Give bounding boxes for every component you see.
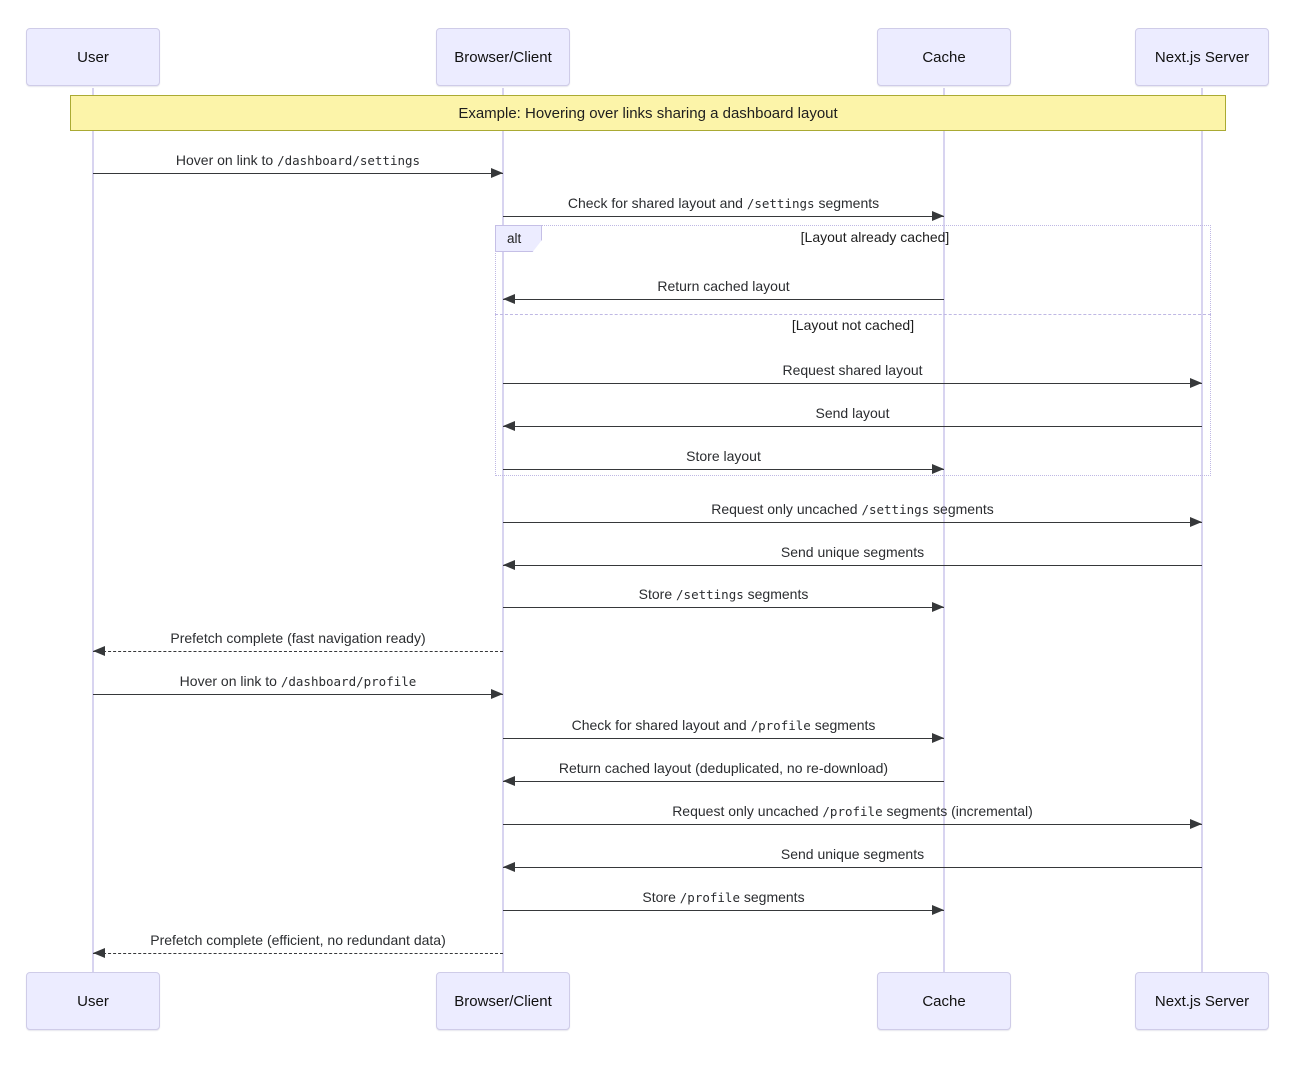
participant-label: Cache bbox=[922, 48, 966, 66]
alt-frame-label: alt bbox=[495, 225, 542, 252]
message-line bbox=[503, 299, 944, 300]
message: Store /profile segments bbox=[503, 889, 944, 915]
arrowhead bbox=[503, 862, 515, 872]
message-label: Store layout bbox=[686, 448, 761, 464]
arrowhead bbox=[1190, 517, 1202, 527]
participant-box-server-bottom: Next.js Server bbox=[1135, 972, 1269, 1030]
message: Check for shared layout and /settings se… bbox=[503, 195, 944, 221]
message-label: Return cached layout bbox=[657, 278, 790, 294]
message-line bbox=[503, 738, 944, 739]
arrowhead bbox=[932, 464, 944, 474]
arrowhead bbox=[503, 560, 515, 570]
message: Return cached layout (deduplicated, no r… bbox=[503, 760, 944, 786]
message-line bbox=[503, 910, 944, 911]
alt-condition-1: [Layout already cached] bbox=[800, 229, 950, 245]
message-label: Request only uncached /profile segments … bbox=[672, 803, 1033, 819]
participant-label: Browser/Client bbox=[454, 48, 552, 66]
message-label: Hover on link to /dashboard/profile bbox=[179, 673, 417, 689]
participant-box-browser-bottom: Browser/Client bbox=[436, 972, 570, 1030]
participant-box-user-bottom: User bbox=[26, 972, 160, 1030]
message-line bbox=[503, 607, 944, 608]
arrowhead bbox=[1190, 819, 1202, 829]
arrowhead bbox=[1190, 378, 1202, 388]
message-label: Prefetch complete (fast navigation ready… bbox=[170, 630, 426, 646]
message: Send unique segments bbox=[503, 846, 1202, 872]
participant-label: User bbox=[77, 992, 109, 1010]
participant-box-cache: Cache bbox=[877, 28, 1011, 86]
message: Request shared layout bbox=[503, 362, 1202, 388]
message-label: Hover on link to /dashboard/settings bbox=[175, 152, 421, 168]
arrowhead bbox=[491, 168, 503, 178]
message-line bbox=[503, 383, 1202, 384]
message: Store layout bbox=[503, 448, 944, 474]
arrowhead bbox=[503, 421, 515, 431]
lifeline-server bbox=[1201, 88, 1203, 972]
message-label: Check for shared layout and /profile seg… bbox=[571, 717, 876, 733]
arrowhead bbox=[93, 646, 105, 656]
message: Store /settings segments bbox=[503, 586, 944, 612]
message: Return cached layout bbox=[503, 278, 944, 304]
alt-condition-2: [Layout not cached] bbox=[791, 317, 915, 333]
message: Prefetch complete (efficient, no redunda… bbox=[93, 932, 503, 958]
arrowhead bbox=[932, 905, 944, 915]
message-label: Request only uncached /settings segments bbox=[711, 501, 994, 517]
arrowhead bbox=[491, 689, 503, 699]
message: Send unique segments bbox=[503, 544, 1202, 570]
message: Hover on link to /dashboard/profile bbox=[93, 673, 503, 699]
message-line bbox=[93, 953, 503, 954]
arrowhead bbox=[93, 948, 105, 958]
message-line bbox=[503, 565, 1202, 566]
lifeline-browser bbox=[502, 88, 504, 972]
message: Request only uncached /profile segments … bbox=[503, 803, 1202, 829]
arrowhead bbox=[932, 733, 944, 743]
message-line bbox=[503, 824, 1202, 825]
message-label: Request shared layout bbox=[782, 362, 923, 378]
title-note-text: Example: Hovering over links sharing a d… bbox=[458, 104, 838, 122]
message-line bbox=[503, 216, 944, 217]
message: Hover on link to /dashboard/settings bbox=[93, 152, 503, 178]
message-label: Send unique segments bbox=[780, 544, 925, 560]
arrowhead bbox=[932, 211, 944, 221]
lifeline-cache bbox=[943, 88, 945, 972]
message-line bbox=[503, 781, 944, 782]
message-line bbox=[93, 651, 503, 652]
participant-label: Next.js Server bbox=[1154, 992, 1250, 1010]
participant-label: User bbox=[77, 48, 109, 66]
alt-frame bbox=[495, 225, 1211, 476]
message-line bbox=[503, 522, 1202, 523]
message-label: Check for shared layout and /settings se… bbox=[567, 195, 880, 211]
message-line bbox=[503, 867, 1202, 868]
message-line bbox=[93, 694, 503, 695]
message-line bbox=[93, 173, 503, 174]
message-label: Store /settings segments bbox=[638, 586, 809, 602]
alt-frame-divider bbox=[495, 314, 1211, 315]
arrowhead bbox=[503, 776, 515, 786]
message-label: Store /profile segments bbox=[642, 889, 805, 905]
message-label: Return cached layout (deduplicated, no r… bbox=[558, 760, 889, 776]
message-label: Prefetch complete (efficient, no redunda… bbox=[150, 932, 446, 948]
message: Check for shared layout and /profile seg… bbox=[503, 717, 944, 743]
title-note: Example: Hovering over links sharing a d… bbox=[70, 95, 1226, 131]
message-label: Send layout bbox=[815, 405, 890, 421]
participant-label: Cache bbox=[922, 992, 966, 1010]
lifeline-user bbox=[92, 88, 94, 972]
arrowhead bbox=[503, 294, 515, 304]
message: Send layout bbox=[503, 405, 1202, 431]
participant-box-cache-bottom: Cache bbox=[877, 972, 1011, 1030]
participant-label: Next.js Server bbox=[1154, 48, 1250, 66]
message-line bbox=[503, 426, 1202, 427]
message-label: Send unique segments bbox=[780, 846, 925, 862]
participant-box-browser: Browser/Client bbox=[436, 28, 570, 86]
participant-box-server: Next.js Server bbox=[1135, 28, 1269, 86]
message: Request only uncached /settings segments bbox=[503, 501, 1202, 527]
participant-box-user: User bbox=[26, 28, 160, 86]
message-line bbox=[503, 469, 944, 470]
arrowhead bbox=[932, 602, 944, 612]
message: Prefetch complete (fast navigation ready… bbox=[93, 630, 503, 656]
participant-label: Browser/Client bbox=[454, 992, 552, 1010]
